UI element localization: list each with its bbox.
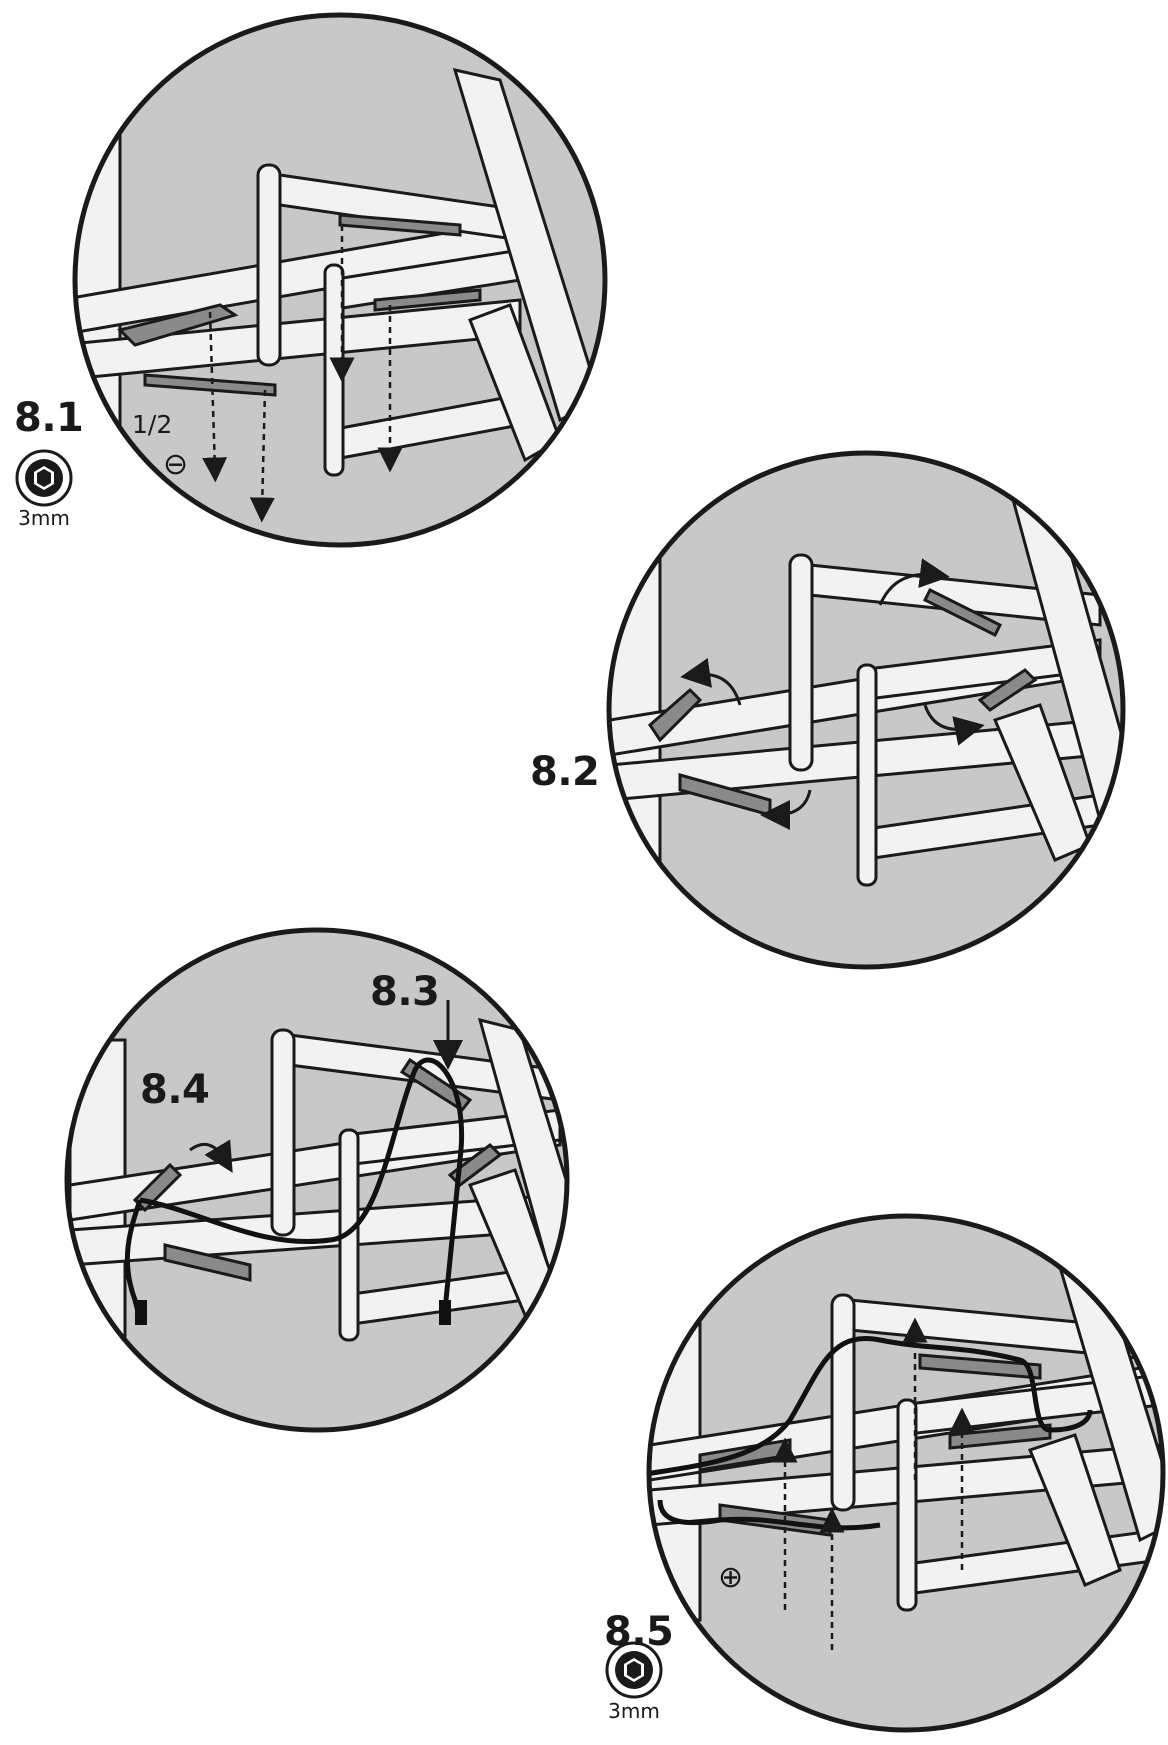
rotate-arrow	[923, 704, 985, 746]
fraction-label: 1/2	[132, 410, 173, 439]
cover-plate	[117, 303, 239, 347]
rotate-arrow	[680, 658, 742, 706]
rotate-arrow	[878, 558, 950, 606]
hex-key-icon	[15, 449, 73, 507]
tv-bracket	[477, 1017, 567, 1313]
cover-plate	[338, 213, 462, 237]
tool-size-8-1: 3mm	[18, 506, 70, 530]
cover-plate-flipped	[977, 668, 1038, 712]
cover-plate	[948, 1423, 1052, 1450]
cover-plate-flipped	[922, 587, 1003, 638]
cover-plate	[143, 373, 277, 397]
cover-plate	[918, 1353, 1042, 1380]
cover-plate-flipped	[648, 687, 703, 743]
pivot-column-right	[896, 1398, 918, 1612]
pivot-column	[830, 1293, 856, 1512]
arrow-down	[249, 389, 275, 523]
rotate-arrow	[760, 789, 812, 830]
plug-icon	[135, 1300, 147, 1325]
arm-end	[1028, 1433, 1122, 1587]
pivot-column	[788, 553, 814, 772]
cover-plate	[373, 288, 482, 312]
rotate-arrow	[189, 1139, 233, 1173]
step-label-8-1: 8.1	[14, 395, 84, 441]
detail-circle-8-3-8-4	[64, 927, 570, 1433]
step-label-8-5: 8.5	[604, 1609, 674, 1655]
detail-circle-8-5	[646, 1213, 1166, 1733]
detail-circle-8-1	[72, 12, 608, 548]
cover-plate	[163, 1243, 252, 1282]
detail-circle-8-2	[606, 450, 1126, 970]
step-label-8-3: 8.3	[370, 969, 440, 1015]
step-label-8-2: 8.2	[530, 749, 600, 795]
plug-icon	[439, 1300, 451, 1325]
tool-size-8-5: 3mm	[608, 1699, 660, 1723]
plus-symbol: ⊕	[718, 1560, 744, 1595]
arrow-down	[202, 311, 228, 483]
step-label-8-4: 8.4	[140, 1067, 210, 1113]
pivot-column	[270, 1028, 296, 1237]
power-cable	[124, 1057, 464, 1321]
pivot-column-right	[856, 663, 878, 887]
hex-key-icon	[605, 1641, 663, 1699]
minus-symbol: ⊖	[163, 447, 189, 482]
pivot-column-right	[323, 263, 345, 477]
pivot-column	[256, 163, 282, 367]
